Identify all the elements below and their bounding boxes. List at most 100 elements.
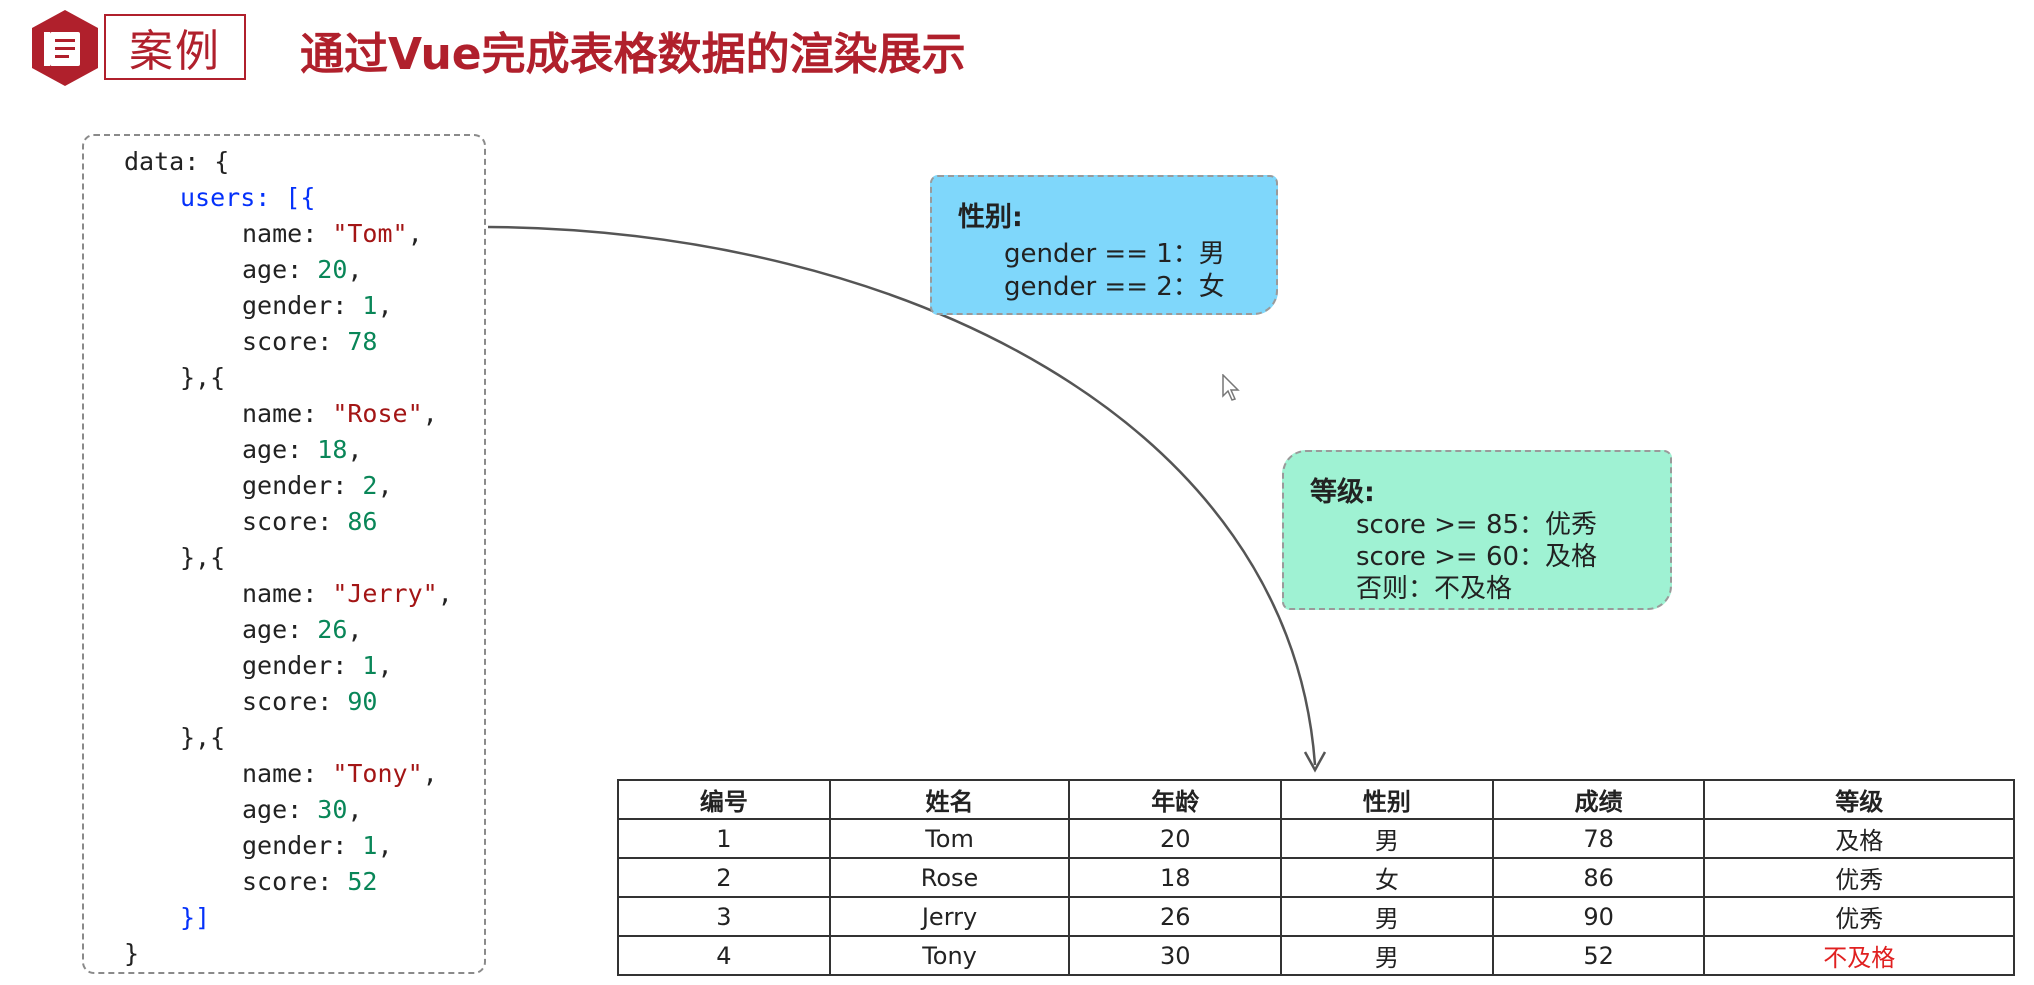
grade-note-title: 等级: bbox=[1310, 477, 1375, 508]
code-line: gender: 1, bbox=[242, 831, 393, 860]
column-header: 姓名 bbox=[828, 779, 1071, 820]
code-panel bbox=[82, 134, 486, 974]
case-badge: 案例 bbox=[104, 14, 246, 80]
code-line: age: 18, bbox=[242, 435, 362, 464]
code-syntax: gender: bbox=[242, 291, 363, 320]
code-syntax: gender: bbox=[242, 471, 363, 500]
code-line: },{ bbox=[180, 363, 225, 392]
table-cell: 78 bbox=[1491, 818, 1706, 859]
code-syntax: , bbox=[407, 219, 423, 248]
table-cell: 3 bbox=[617, 896, 831, 937]
code-syntax: , bbox=[347, 255, 363, 284]
code-line: score: 86 bbox=[242, 507, 377, 536]
code-line: score: 52 bbox=[242, 867, 377, 896]
code-syntax: age: bbox=[242, 435, 318, 464]
code-syntax: , bbox=[347, 435, 363, 464]
code-token: 78 bbox=[347, 327, 378, 356]
table-cell: Rose bbox=[828, 857, 1071, 898]
code-token: 18 bbox=[317, 435, 348, 464]
code-syntax: score: bbox=[242, 687, 348, 716]
code-token: "Rose" bbox=[332, 399, 423, 428]
code-token: }] bbox=[180, 903, 211, 932]
code-syntax: , bbox=[377, 831, 393, 860]
code-syntax: , bbox=[377, 291, 393, 320]
code-syntax: , bbox=[377, 471, 393, 500]
code-syntax: age: bbox=[242, 255, 318, 284]
grade-rule-line: 否则：不及格 bbox=[1356, 574, 1513, 604]
code-line: }] bbox=[180, 903, 210, 932]
code-token: 26 bbox=[317, 615, 348, 644]
code-syntax: , bbox=[347, 615, 363, 644]
code-syntax: , bbox=[422, 399, 438, 428]
gender-rule-line: gender == 1：男 bbox=[1004, 239, 1225, 269]
code-syntax: gender: bbox=[242, 651, 363, 680]
code-line: users: [{ bbox=[180, 183, 315, 212]
column-header: 年龄 bbox=[1068, 779, 1283, 820]
code-syntax: , bbox=[347, 795, 363, 824]
code-token: 90 bbox=[347, 687, 378, 716]
code-token: 86 bbox=[347, 507, 378, 536]
code-line: score: 78 bbox=[242, 327, 377, 356]
table-cell: Tom bbox=[828, 818, 1071, 859]
column-header: 编号 bbox=[617, 779, 831, 820]
code-token: users: [{ bbox=[180, 183, 316, 212]
table-cell: 1 bbox=[617, 818, 831, 859]
code-syntax: score: bbox=[242, 867, 348, 896]
table-cell: 30 bbox=[1068, 935, 1283, 976]
table-cell: 男 bbox=[1280, 896, 1494, 937]
column-header: 成绩 bbox=[1491, 779, 1706, 820]
code-line: age: 30, bbox=[242, 795, 362, 824]
table-cell: 不及格 bbox=[1703, 935, 2015, 976]
code-token: 52 bbox=[347, 867, 378, 896]
grade-rule-line: score >= 60：及格 bbox=[1356, 542, 1598, 572]
code-line: name: "Jerry", bbox=[242, 579, 453, 608]
table-cell: 2 bbox=[617, 857, 831, 898]
code-line: score: 90 bbox=[242, 687, 377, 716]
code-syntax: score: bbox=[242, 507, 348, 536]
code-token: },{ bbox=[180, 363, 226, 392]
table-cell: 优秀 bbox=[1703, 896, 2015, 937]
code-syntax: , bbox=[437, 579, 453, 608]
code-token: } bbox=[124, 939, 140, 968]
gender-rule-note: 性别: gender == 1：男 gender == 2：女 bbox=[930, 175, 1278, 315]
code-line: name: "Tony", bbox=[242, 759, 438, 788]
code-line: name: "Tom", bbox=[242, 219, 423, 248]
code-token: 1 bbox=[362, 831, 378, 860]
table-cell: 男 bbox=[1280, 818, 1494, 859]
table-cell: 及格 bbox=[1703, 818, 2015, 859]
table-header-row: 编号 姓名 年龄 性别 成绩 等级 bbox=[617, 779, 2015, 820]
code-syntax: name: bbox=[242, 399, 333, 428]
code-syntax: gender: bbox=[242, 831, 363, 860]
grade-rule-note: 等级: score >= 85：优秀 score >= 60：及格 否则：不及格 bbox=[1282, 450, 1672, 610]
table-cell: Tony bbox=[828, 935, 1071, 976]
table-cell: 女 bbox=[1280, 857, 1494, 898]
code-line: name: "Rose", bbox=[242, 399, 438, 428]
code-line: },{ bbox=[180, 543, 225, 572]
code-token: 1 bbox=[362, 291, 378, 320]
document-icon bbox=[30, 8, 100, 88]
mouse-cursor-icon bbox=[1222, 373, 1240, 407]
code-line: gender: 1, bbox=[242, 651, 393, 680]
code-syntax: , bbox=[377, 651, 393, 680]
code-syntax: name: bbox=[242, 219, 333, 248]
code-token: 30 bbox=[317, 795, 348, 824]
code-line: } bbox=[124, 939, 139, 968]
code-syntax: , bbox=[422, 759, 438, 788]
code-token: "Tony" bbox=[332, 759, 423, 788]
grade-rule-line: score >= 85：优秀 bbox=[1356, 510, 1598, 540]
code-token: 1 bbox=[362, 651, 378, 680]
code-token: data: { bbox=[124, 147, 230, 176]
gender-note-title: 性别: bbox=[958, 202, 1023, 233]
code-token: },{ bbox=[180, 723, 226, 752]
table-cell: Jerry bbox=[828, 896, 1071, 937]
table-cell: 优秀 bbox=[1703, 857, 2015, 898]
table-cell: 52 bbox=[1491, 935, 1706, 976]
code-syntax: name: bbox=[242, 579, 333, 608]
table-cell: 86 bbox=[1491, 857, 1706, 898]
table-cell: 20 bbox=[1068, 818, 1283, 859]
page-title: 通过Vue完成表格数据的渲染展示 bbox=[300, 29, 966, 80]
code-line: data: { bbox=[124, 147, 229, 176]
